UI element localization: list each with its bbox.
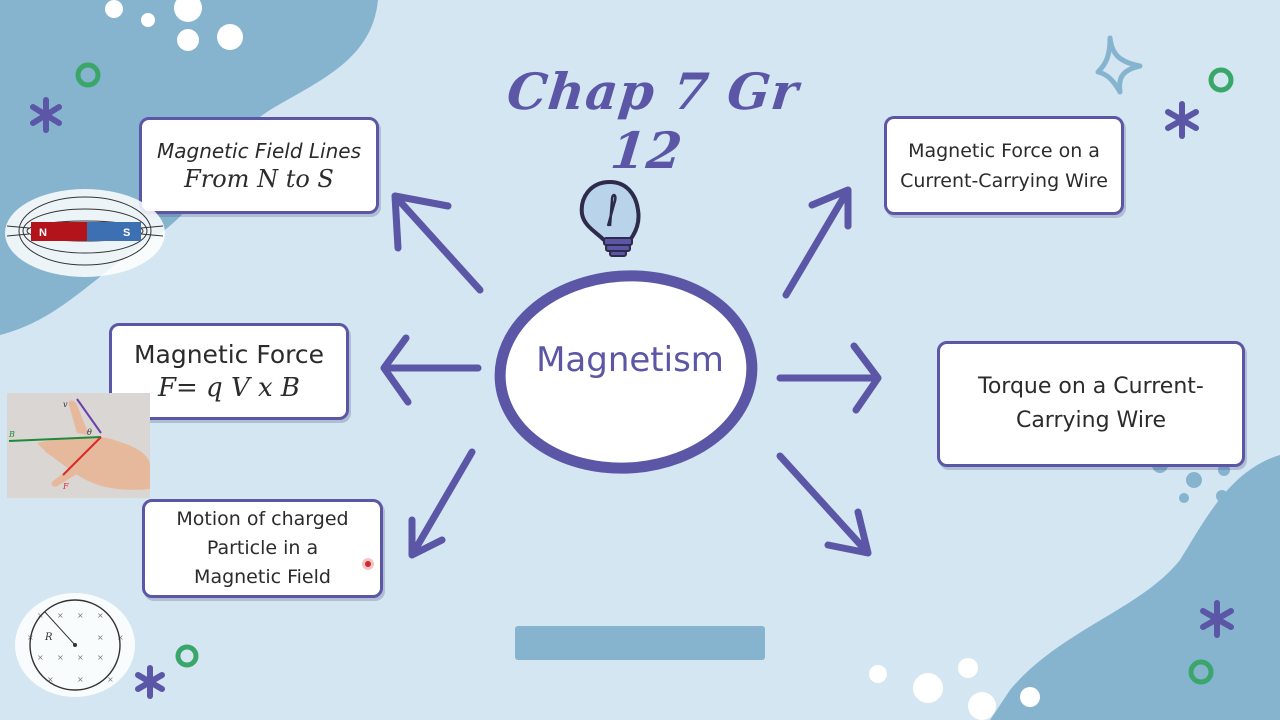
page-title: Chap 7 Gr 12	[504, 62, 802, 180]
svg-text:×: ×	[37, 653, 44, 662]
node-field-lines: Magnetic Field Lines From N to S	[139, 117, 379, 214]
dot	[958, 658, 978, 678]
node-label: Magnetic Force	[133, 340, 325, 369]
node-formula: F= q V x B	[157, 373, 301, 403]
arrow-to-force-formula	[380, 334, 482, 406]
angle-label: θ	[87, 428, 92, 437]
asterisk-decoration	[30, 97, 62, 133]
force-label: F	[62, 482, 69, 491]
arrows	[380, 186, 882, 559]
north-pole-label: N	[39, 227, 47, 239]
svg-text:×: ×	[97, 653, 104, 662]
dot	[1020, 687, 1040, 707]
node-label: Motion of charged	[176, 508, 349, 530]
svg-text:×: ×	[107, 675, 114, 684]
node-label: Magnetic Force on a	[908, 139, 1100, 162]
node-label: Current-Carrying Wire	[900, 169, 1108, 192]
dot	[177, 29, 199, 51]
svg-text:×: ×	[77, 611, 84, 620]
velocity-label: v	[63, 400, 68, 409]
bar-magnet-image: N S	[5, 189, 165, 277]
center-ellipse	[494, 270, 758, 474]
node-label: Particle in a	[206, 537, 319, 559]
arrow-to-charged-particle	[408, 448, 476, 559]
node-formula: From N to S	[184, 164, 334, 193]
svg-text:×: ×	[77, 675, 84, 684]
node-force-wire: Magnetic Force on a Current-Carrying Wir…	[884, 116, 1124, 215]
laser-pointer-dot	[362, 558, 374, 570]
dot	[217, 24, 243, 50]
svg-text:×: ×	[97, 633, 104, 642]
radius-label: R	[44, 632, 53, 643]
dot	[1216, 490, 1228, 502]
blob-bottom-right	[990, 455, 1280, 720]
field-label: B	[8, 430, 15, 439]
green-ring	[175, 644, 199, 668]
green-ring	[75, 62, 101, 88]
node-label: Carrying Wire	[1015, 408, 1167, 433]
lightbulb-icon	[579, 179, 641, 257]
node-torque-wire: Torque on a Current- Carrying Wire	[937, 341, 1245, 467]
arrow-to-field-lines	[391, 192, 484, 294]
arrow-to-torque-wire	[776, 342, 882, 414]
circular-motion-image: ×××× ××× ×××× ××× R	[15, 593, 135, 697]
dot	[141, 13, 155, 27]
svg-text:×: ×	[47, 675, 54, 684]
dot	[1186, 472, 1202, 488]
dot	[869, 665, 887, 683]
svg-text:×: ×	[117, 633, 124, 642]
node-charged-particle: Motion of charged Particle in a Magnetic…	[142, 499, 383, 598]
arrow-to-empty	[776, 452, 872, 557]
dot	[913, 673, 943, 703]
south-pole-label: S	[123, 227, 130, 239]
svg-text:×: ×	[57, 653, 64, 662]
green-ring	[1208, 67, 1234, 93]
dot	[174, 0, 202, 22]
svg-text:×: ×	[77, 653, 84, 662]
dot	[1218, 464, 1230, 476]
dot	[968, 692, 996, 720]
svg-text:×: ×	[97, 611, 104, 620]
arrow-to-force-wire	[782, 186, 852, 299]
center-topic-label: Magnetism	[536, 340, 724, 380]
svg-text:×: ×	[57, 611, 64, 620]
empty-placeholder-bar	[515, 626, 765, 660]
sparkle-decoration	[1095, 35, 1143, 95]
asterisk-decoration	[1200, 600, 1234, 638]
node-label: Torque on a Current-	[978, 374, 1204, 399]
node-label: Magnetic Field Lines	[156, 138, 361, 163]
dot	[1179, 493, 1189, 503]
asterisk-decoration	[135, 665, 165, 699]
right-hand-rule-image: v B F θ	[7, 393, 150, 498]
node-label: Magnetic Field	[194, 566, 331, 588]
green-ring	[1188, 659, 1214, 685]
dot	[105, 0, 123, 18]
asterisk-decoration	[1165, 101, 1199, 139]
